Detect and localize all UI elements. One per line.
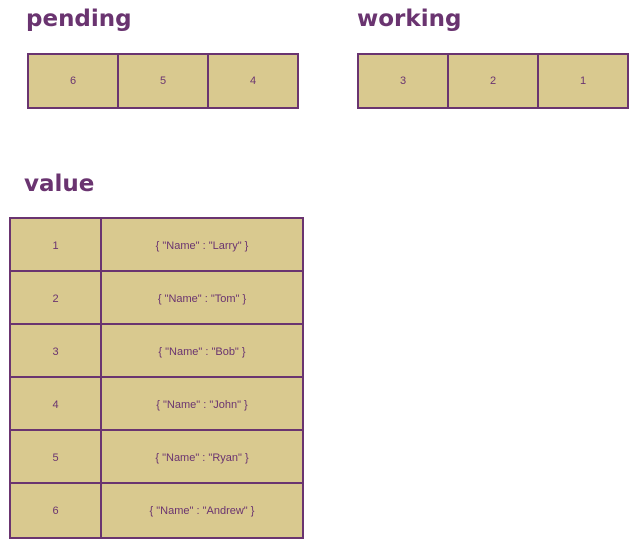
- row-key: 1: [9, 217, 102, 274]
- working-cell: 2: [447, 53, 539, 109]
- pending-cell: 4: [207, 53, 299, 109]
- working-cell: 1: [537, 53, 629, 109]
- row-key: 5: [9, 429, 102, 486]
- row-key: 3: [9, 323, 102, 380]
- row-value: { "Name" : "John" }: [100, 376, 304, 433]
- row-key: 4: [9, 376, 102, 433]
- working-title: working: [357, 6, 462, 32]
- row-value: { "Name" : "Tom" }: [100, 270, 304, 327]
- table-row: 1 { "Name" : "Larry" }: [9, 217, 304, 274]
- table-row: 5 { "Name" : "Ryan" }: [9, 429, 304, 486]
- value-table: 1 { "Name" : "Larry" } 2 { "Name" : "Tom…: [9, 217, 304, 539]
- pending-cell: 6: [27, 53, 119, 109]
- row-value: { "Name" : "Bob" }: [100, 323, 304, 380]
- table-row: 4 { "Name" : "John" }: [9, 376, 304, 433]
- table-row: 2 { "Name" : "Tom" }: [9, 270, 304, 327]
- row-value: { "Name" : "Andrew" }: [100, 482, 304, 539]
- row-value: { "Name" : "Larry" }: [100, 217, 304, 274]
- pending-cell: 5: [117, 53, 209, 109]
- table-row: 3 { "Name" : "Bob" }: [9, 323, 304, 380]
- pending-queue: 6 5 4: [27, 53, 299, 109]
- pending-title: pending: [26, 6, 132, 32]
- row-key: 6: [9, 482, 102, 539]
- row-value: { "Name" : "Ryan" }: [100, 429, 304, 486]
- value-title: value: [24, 171, 95, 197]
- working-cell: 3: [357, 53, 449, 109]
- working-queue: 3 2 1: [357, 53, 629, 109]
- table-row: 6 { "Name" : "Andrew" }: [9, 482, 304, 539]
- row-key: 2: [9, 270, 102, 327]
